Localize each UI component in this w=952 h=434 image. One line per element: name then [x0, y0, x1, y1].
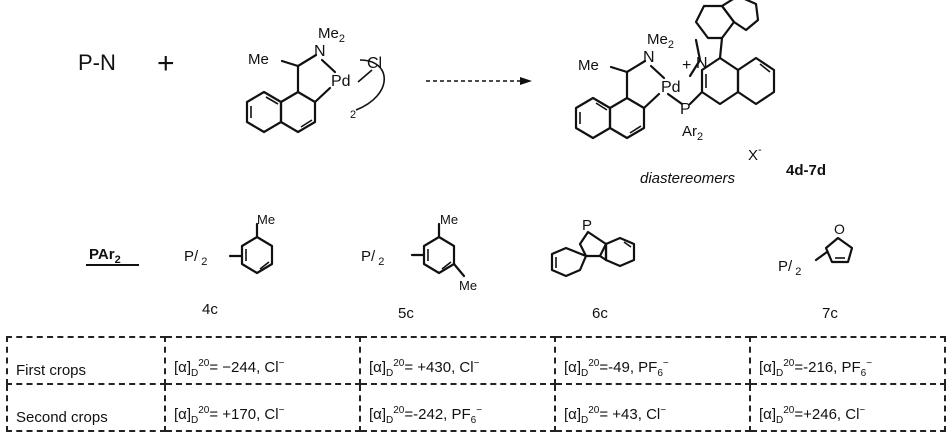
row-label-first-crops: First crops: [6, 336, 166, 385]
product-methyl-label: Me: [578, 57, 599, 74]
table-cell: [α]D20= −244, Cl−: [164, 336, 361, 385]
row-label-second-crops: Second crops: [6, 383, 166, 432]
product-complex-structure: [574, 0, 776, 140]
table-row: First crops [α]D20= −244, Cl− [α]D20= +4…: [6, 336, 946, 385]
diastereomers-caption: diastereomers: [640, 170, 736, 187]
ligand-6c-structure: [550, 230, 636, 278]
product-palladium-label: Pd: [661, 79, 681, 96]
table-cell: [α]D20=-242, PF6−: [359, 383, 556, 432]
reactant-pn-label: P-N: [78, 50, 116, 75]
ligand-4c-label: 4c: [202, 301, 218, 318]
plus-sign: +: [157, 47, 175, 80]
chloride-bond: [357, 69, 373, 83]
ligand-6c-phosphorus: P: [582, 217, 592, 234]
table-cell: [α]D20=-49, PF6−: [554, 336, 751, 385]
table-cell: [α]D20= +430, Cl−: [359, 336, 556, 385]
table-cell: [α]D20= +43, Cl−: [554, 383, 751, 432]
ligand-7c-prefix: P/2: [778, 258, 801, 278]
product-nitrogen-label: N: [643, 49, 655, 66]
nitrogen-label: N: [314, 43, 326, 60]
crops-table: First crops [α]D20= −244, Cl− [α]D20= +4…: [6, 336, 946, 432]
ligand-4c-methyl: Me: [257, 212, 275, 227]
ligand-6c-label: 6c: [592, 305, 608, 322]
dimethyl-label: Me2: [318, 25, 345, 45]
palladacycle-dimer-structure: [245, 53, 337, 134]
methyl-label: Me: [248, 51, 269, 68]
reaction-scheme: P-N + Me N Me2 Pd Cl 2: [78, 0, 854, 322]
ligand-7c-oxygen: O: [834, 221, 845, 237]
reaction-arrow-head: [520, 77, 532, 85]
table-cell: [α]D20= +170, Cl−: [164, 383, 361, 432]
par2-header: PAr2: [89, 246, 121, 266]
counterion-label: X-: [748, 144, 762, 164]
dimer-subscript: 2: [350, 109, 356, 121]
compound-label-4d-7d: 4d-7d: [786, 162, 826, 179]
ligand-7c-structure: [814, 236, 854, 264]
phosphorus-label: P: [680, 101, 691, 118]
isoquinoline-nitrogen-label: N: [696, 55, 708, 72]
dimer-bracket: [355, 59, 385, 111]
ligand-5c-structure: [410, 222, 466, 278]
ligand-5c-methyl-bottom: Me: [459, 278, 477, 293]
ligand-5c-methyl-top: Me: [440, 212, 458, 227]
table-cell: [α]D20=-216, PF6−: [749, 336, 946, 385]
product-plus-charge: +: [682, 57, 691, 74]
ligand-7c-label: 7c: [822, 305, 838, 322]
product-dimethyl-label: Me2: [647, 31, 674, 51]
ligand-4c-prefix: P/2: [184, 248, 207, 268]
table-row: Second crops [α]D20= +170, Cl− [α]D20=-2…: [6, 383, 946, 432]
ligand-5c-label: 5c: [398, 305, 414, 322]
ligand-5c-prefix: P/2: [361, 248, 384, 268]
ligand-4c-structure: [228, 222, 274, 275]
palladium-label: Pd: [331, 73, 351, 90]
ar2-label: Ar2: [682, 123, 703, 143]
table-cell: [α]D20=+246, Cl−: [749, 383, 946, 432]
